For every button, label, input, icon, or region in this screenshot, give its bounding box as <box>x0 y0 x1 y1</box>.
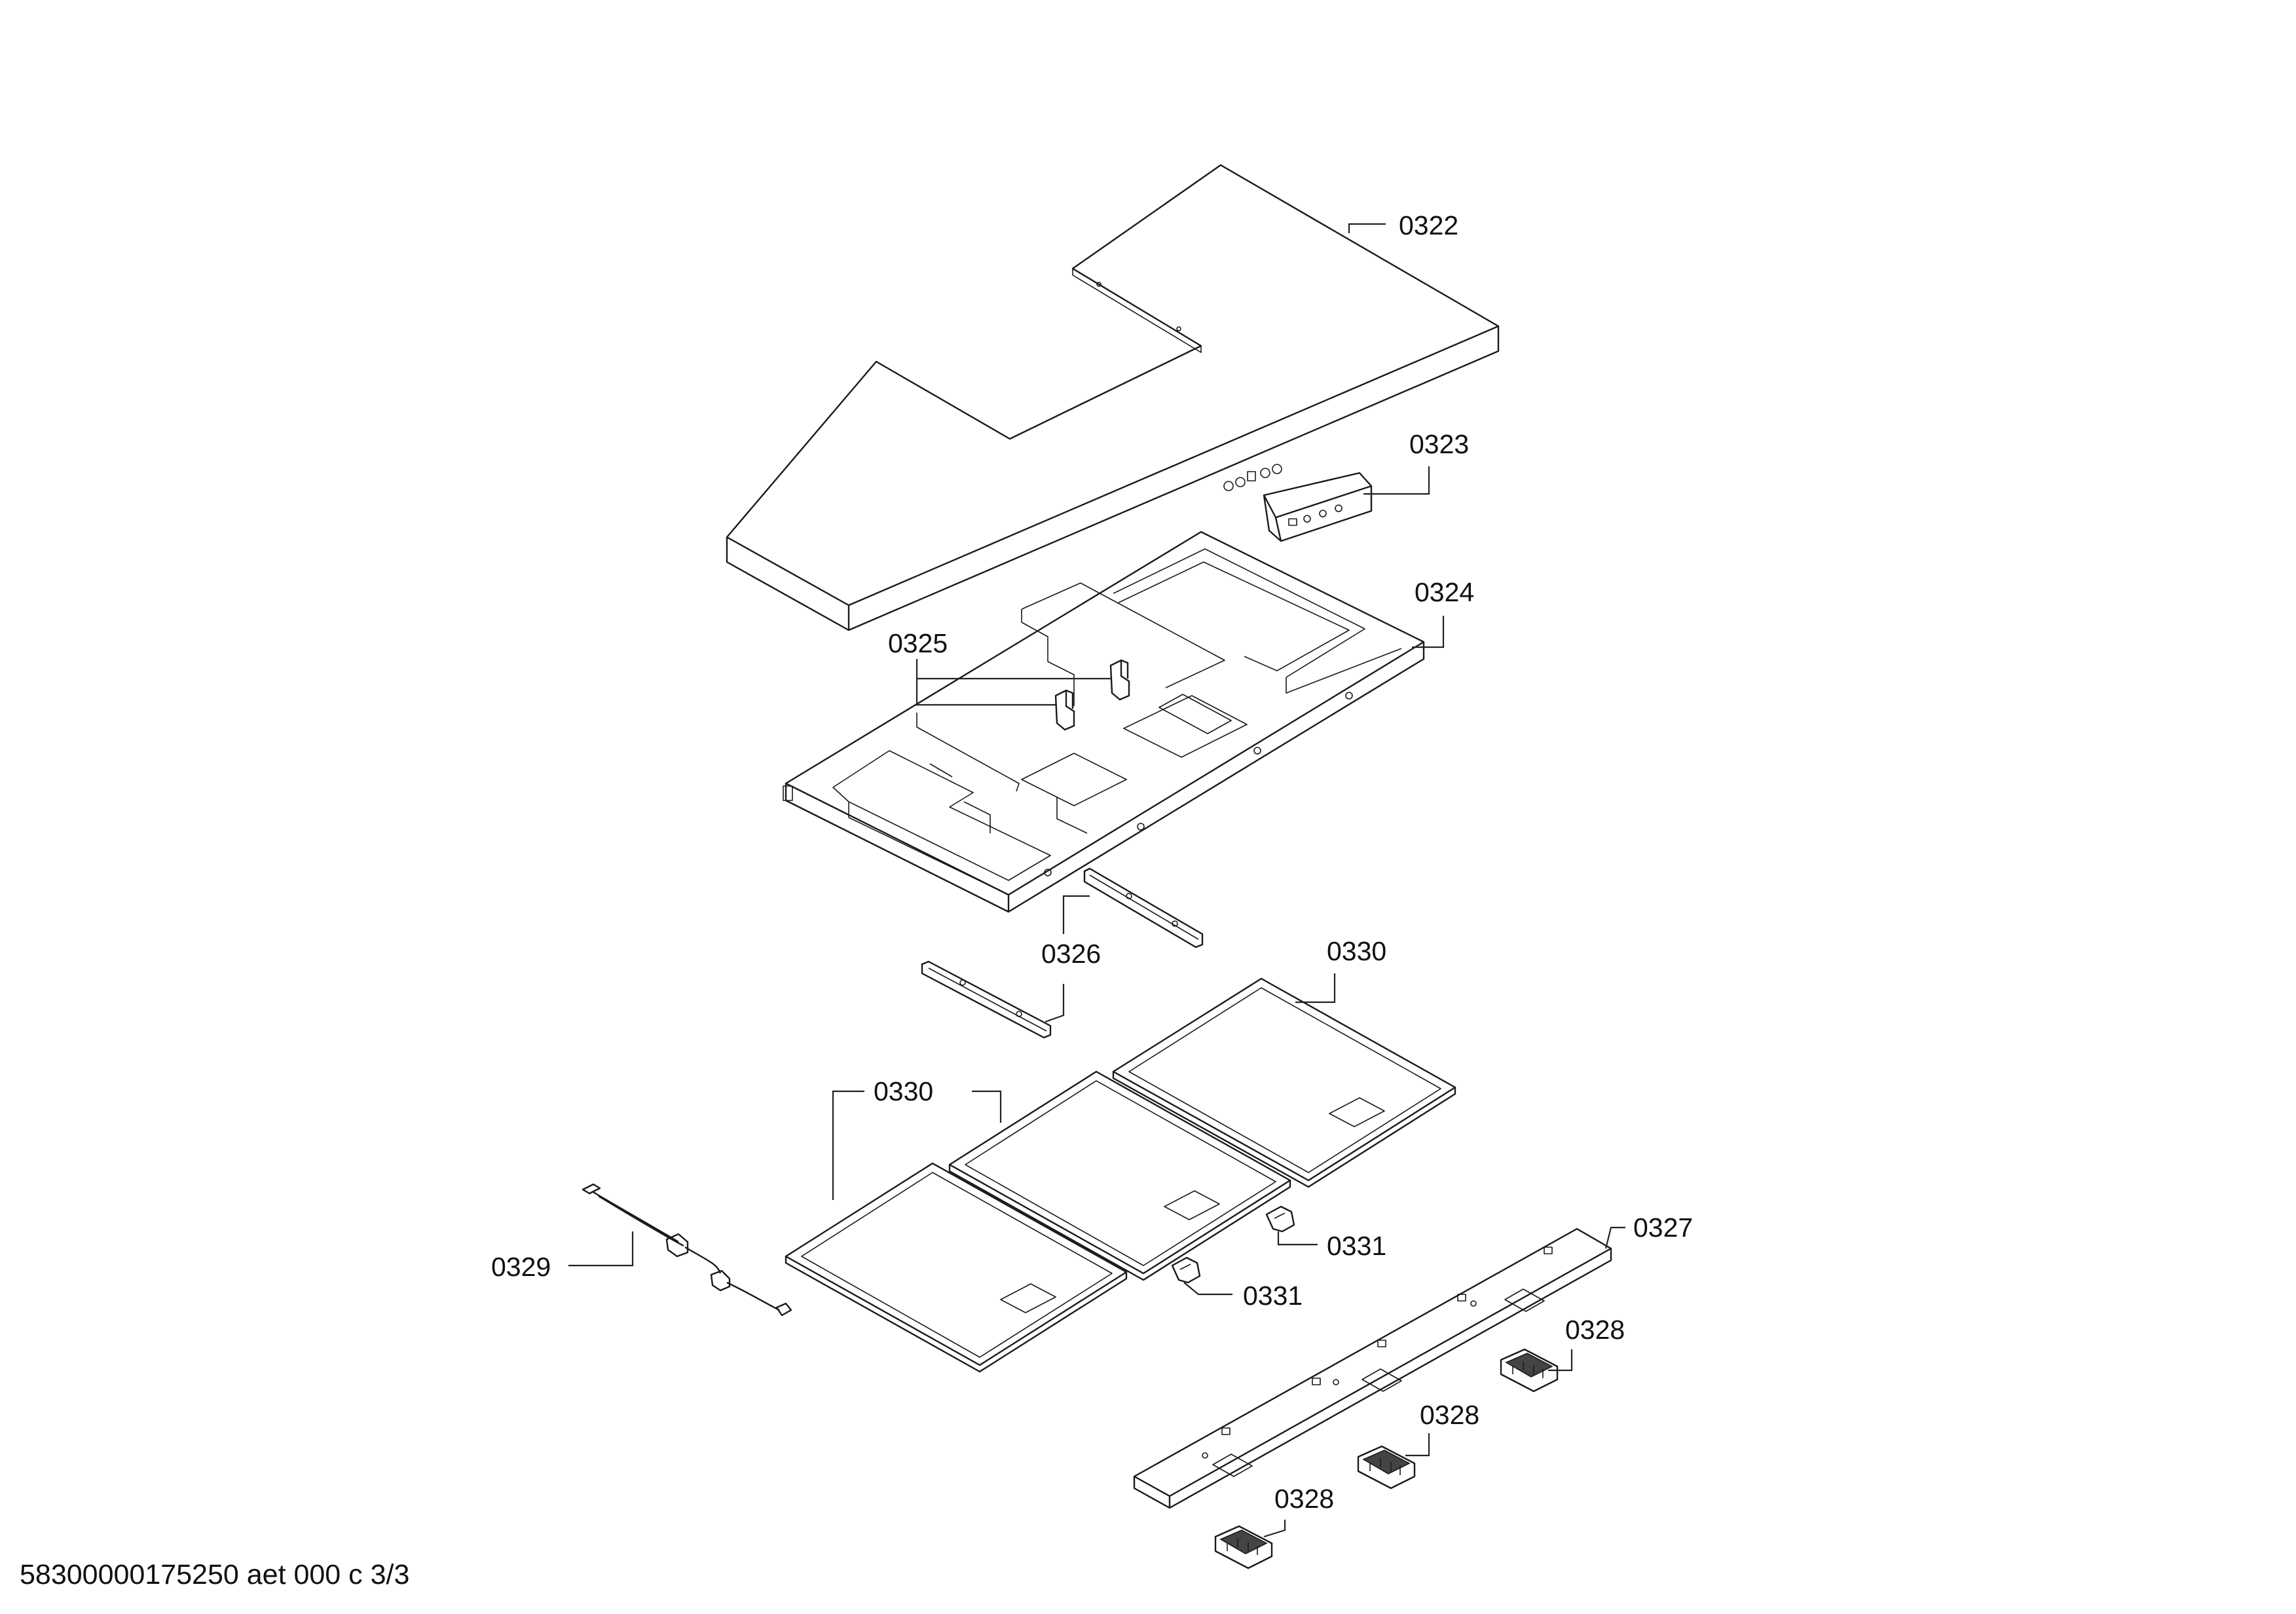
leader-0330-mid <box>972 1090 1002 1123</box>
leader-0324 <box>1412 616 1445 648</box>
leader-0323 <box>1363 466 1430 495</box>
leader-0322 <box>1348 223 1386 233</box>
label-0329: 0329 <box>491 1252 551 1282</box>
leader-0328-upper <box>1548 1349 1573 1372</box>
label-0326: 0326 <box>1041 939 1101 969</box>
part-0325-brackets <box>1054 659 1130 731</box>
label-0323: 0323 <box>1409 429 1469 459</box>
label-0331-upper: 0331 <box>1327 1231 1386 1261</box>
leader-0328-middle <box>1405 1433 1430 1457</box>
part-0330-filter-left <box>785 1162 1128 1373</box>
label-0330-right: 0330 <box>1327 936 1386 966</box>
part-0328-lamp-lower <box>1214 1525 1273 1569</box>
label-0324: 0324 <box>1415 577 1474 607</box>
part-0327-front-strip <box>1133 1228 1612 1509</box>
leader-0329 <box>568 1231 634 1267</box>
leader-0330-left <box>832 1090 864 1200</box>
part-0324-hood-body <box>783 531 1425 913</box>
leader-0331-upper <box>1277 1231 1318 1246</box>
part-0329-cable-harness <box>582 1183 792 1317</box>
part-0326-rail-upper <box>1083 867 1204 948</box>
leader-0330-right <box>1295 973 1336 1004</box>
drawing-code: 58300000175250 aet 000 c 3/3 <box>20 1559 409 1590</box>
part-0331-clip-lower <box>1171 1256 1201 1284</box>
label-0331-lower: 0331 <box>1243 1281 1303 1311</box>
leader-0331-lower <box>1183 1282 1232 1296</box>
label-0328-upper: 0328 <box>1565 1315 1625 1345</box>
control-button-icons <box>1223 464 1282 491</box>
part-0323-control-module <box>1263 472 1373 542</box>
label-0328-lower: 0328 <box>1274 1484 1334 1514</box>
label-0330-left: 0330 <box>874 1076 933 1106</box>
leader-0326-up <box>1062 895 1090 934</box>
part-0328-lamp-middle <box>1357 1445 1416 1490</box>
part-0331-clip-upper <box>1265 1205 1295 1233</box>
part-0330-filter-middle <box>948 1070 1291 1281</box>
label-0328-middle: 0328 <box>1420 1400 1479 1430</box>
part-0328-lamp-upper <box>1500 1348 1559 1393</box>
leader-0328-lower <box>1263 1520 1286 1538</box>
label-0322: 0322 <box>1399 210 1458 240</box>
leader-0325 <box>916 659 1056 706</box>
label-0325: 0325 <box>888 628 948 658</box>
part-0330-filter-right <box>1112 977 1456 1188</box>
part-0322-cover <box>726 164 1500 631</box>
label-0327: 0327 <box>1633 1212 1693 1243</box>
leader-0327 <box>1604 1226 1625 1249</box>
part-0326-rail-lower <box>921 960 1052 1039</box>
leader-0326-down <box>1045 984 1065 1023</box>
